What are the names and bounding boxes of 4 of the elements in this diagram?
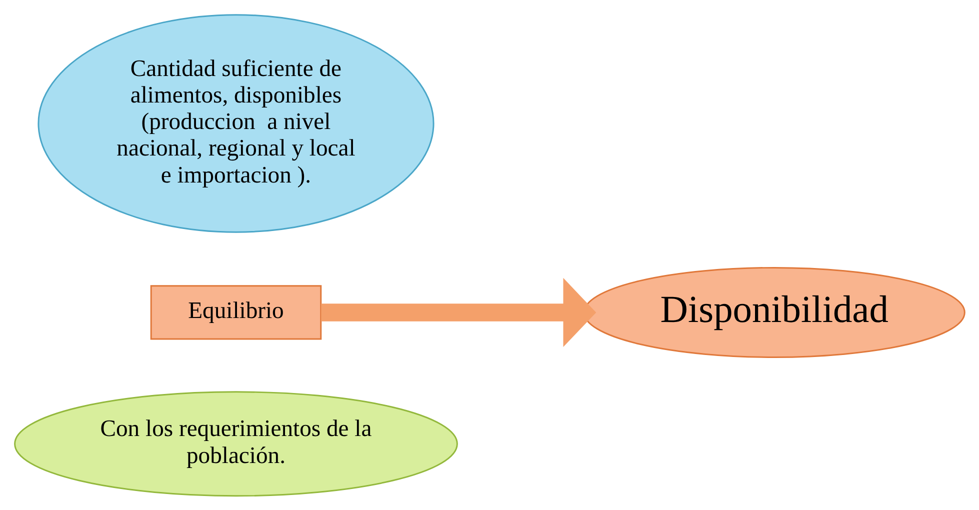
node-ellipse: Con los requerimientos de la población.	[14, 390, 458, 496]
arrow	[321, 277, 596, 347]
node-ellipse: Cantidad suficiente de alimentos, disponibles (produccion a nivel nacional, regional y local e importacion ).	[38, 14, 434, 232]
node-box: Equilibrio	[150, 284, 322, 340]
